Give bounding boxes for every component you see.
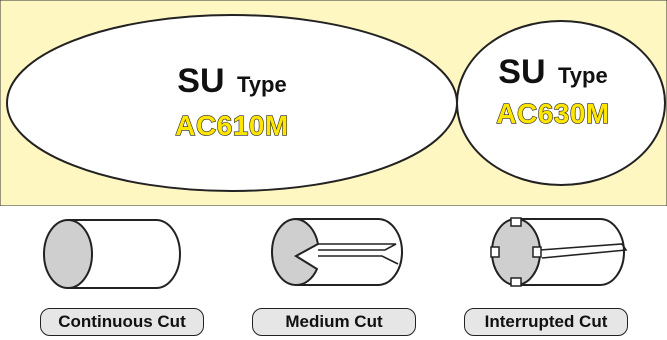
grade-type-suffix: Type — [237, 72, 287, 97]
grade-code-2: AC630M — [496, 98, 609, 129]
cut-type-panel — [43, 217, 628, 289]
grade-type-label-2: SU Type — [498, 53, 607, 91]
v-grooved-cylinder-icon — [271, 217, 403, 287]
medium-cut-label: Medium Cut — [252, 308, 416, 336]
interrupted-cut-label: Interrupted Cut — [464, 308, 628, 336]
grade-ellipse-ac610m — [6, 14, 458, 192]
grade-type-prefix: SU — [498, 53, 545, 91]
grade-code-1: AC610M — [175, 110, 288, 141]
grade-type-label-1: SU Type — [177, 62, 286, 100]
grade-panel: SU Type AC610M SU Type AC630M — [0, 0, 667, 206]
continuous-cut-label: Continuous Cut — [40, 308, 204, 336]
grade-type-prefix: SU — [177, 62, 224, 100]
grade-type-suffix: Type — [558, 63, 608, 88]
slotted-cylinder-icon — [490, 217, 628, 287]
solid-cylinder-icon — [43, 219, 181, 289]
